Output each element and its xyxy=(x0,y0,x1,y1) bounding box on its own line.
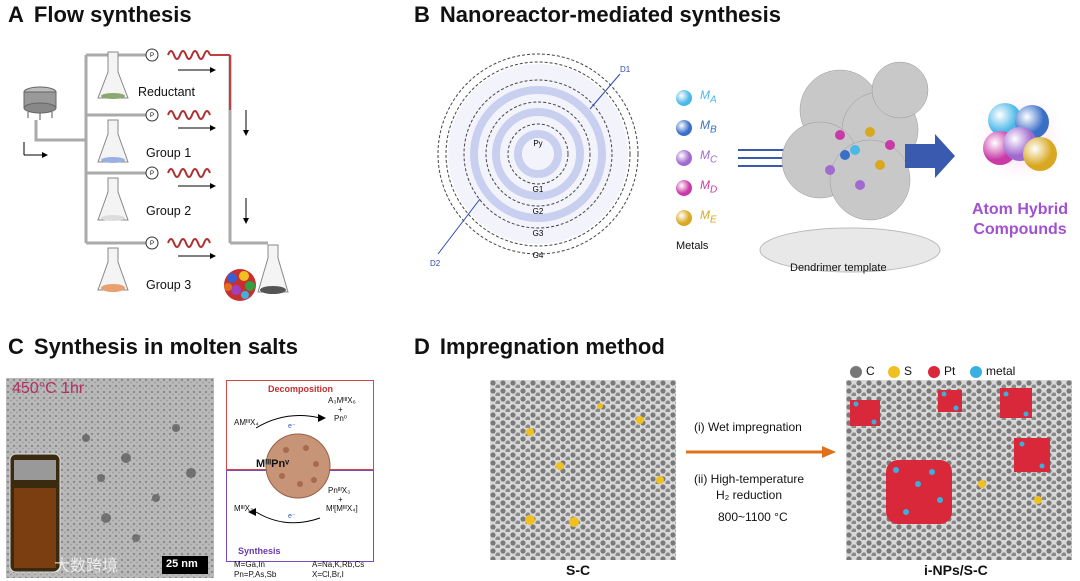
metal-e-sphere xyxy=(676,210,692,226)
metal-c-label: MC xyxy=(700,148,718,166)
watermark-text: 大数跨境 xyxy=(54,558,119,575)
dendrimer-structure: D1 D2 Py G1 G2 G3 G4 xyxy=(430,53,639,268)
legend-m: M=Ga,In xyxy=(234,560,265,569)
metals-label: Metals xyxy=(676,240,709,252)
species-c: Pn⁰ xyxy=(334,414,347,423)
legend-s-label: S xyxy=(904,364,913,378)
scale-bar-label: 25 nm xyxy=(166,558,198,570)
panel-b-title: B Nanoreactor-mediated synthesis xyxy=(414,2,781,28)
panel-a-title-text: Flow synthesis xyxy=(33,2,192,27)
flask-icons xyxy=(97,51,129,291)
panel-a-title: A Flow synthesis xyxy=(8,2,192,28)
panel-d-title: D Impregnation method xyxy=(414,334,665,360)
species-f: Mᴵ[MᴵᴵᴵX₄] xyxy=(326,504,358,513)
panel-c-title: C Synthesis in molten salts xyxy=(8,334,298,360)
g4-label: G4 xyxy=(533,251,544,260)
group1-label: Group 1 xyxy=(146,146,192,160)
legend-a: A=Na,K,Rb,Cs xyxy=(312,560,365,569)
compound-line-1: Atom Hybrid xyxy=(972,201,1068,218)
compound-line-2: Compounds xyxy=(973,221,1067,238)
species-e: PnᴵᴵᴵX₃ xyxy=(328,486,351,495)
atom-hybrid-cluster xyxy=(970,88,1070,188)
group2-label: Group 2 xyxy=(146,204,192,218)
legend-s-swatch xyxy=(888,366,900,378)
g2-label: G2 xyxy=(533,207,544,216)
panel-b-title-text: Nanoreactor-mediated synthesis xyxy=(439,2,781,27)
step2b-label: H₂ reduction xyxy=(716,488,783,502)
metal-d-label: MD xyxy=(700,178,718,196)
metal-b-label: MB xyxy=(700,118,717,136)
scale-bar xyxy=(162,556,208,574)
legend-metal-label: metal xyxy=(986,364,1016,378)
d-legend: C S Pt metal xyxy=(846,364,1072,382)
pump-label: P xyxy=(150,53,154,59)
panel-b-letter: B xyxy=(414,2,430,27)
pump-label: P xyxy=(150,171,154,177)
metal-d-sphere xyxy=(676,180,692,196)
group3-label: Group 3 xyxy=(146,278,192,292)
step2a-label: (ii) High-temperature xyxy=(694,472,805,486)
species-a: AMᴵᴵᴵX₄ xyxy=(234,418,259,427)
i-nps-caption: i-NPs/S-C xyxy=(924,562,988,578)
nanoparticle-icon xyxy=(224,269,256,301)
dendrimer-template xyxy=(738,61,955,273)
metal-a-sphere xyxy=(676,90,692,106)
g1-label: G1 xyxy=(533,185,544,194)
step1-label: (i) Wet impregnation xyxy=(694,420,802,434)
tem-image xyxy=(6,378,214,578)
legend-metal-swatch xyxy=(970,366,982,378)
panel-d-title-text: Impregnation method xyxy=(439,334,665,359)
decomposition-label: Decomposition xyxy=(268,384,334,394)
legend-c-swatch xyxy=(850,366,862,378)
legend-pt-label: Pt xyxy=(944,364,956,378)
panel-c-letter: C xyxy=(8,334,24,359)
d1-label: D1 xyxy=(620,65,631,74)
electron-label-bottom: e⁻ xyxy=(288,513,296,520)
electron-label-top: e⁻ xyxy=(288,423,296,430)
panel-d-letter: D xyxy=(414,334,430,359)
species-b: A₃MᴵᴵᴵX₆ xyxy=(328,396,356,405)
species-d: MᴵᴵᴵX₃ xyxy=(234,504,254,513)
metal-spheres xyxy=(676,90,692,226)
molten-salt-scheme: e⁻ e⁻ xyxy=(248,414,331,524)
center-species: MᴵᴵᴵPnᵛ xyxy=(256,458,290,470)
pump-label: P xyxy=(150,241,154,247)
legend-x: X=Cl,Br,I xyxy=(312,570,344,579)
metal-e-label: ME xyxy=(700,208,717,226)
panel-a-letter: A xyxy=(8,2,24,27)
d2-label: D2 xyxy=(430,259,441,268)
metal-c-sphere xyxy=(676,150,692,166)
core-label: Py xyxy=(533,139,542,148)
legend-pn: Pn=P,As,Sb xyxy=(234,570,277,579)
pump-icons xyxy=(145,48,159,250)
flow-synthesis-diagram: P P P P xyxy=(23,48,289,301)
red-lines xyxy=(210,54,231,110)
process-arrow xyxy=(686,446,836,458)
reductant-label: Reductant xyxy=(138,85,195,99)
metal-a-label: MA xyxy=(700,88,717,106)
i-nps-support xyxy=(846,380,1072,560)
coil-icons xyxy=(167,50,211,248)
g3-label: G3 xyxy=(533,229,544,238)
legend-pt-swatch xyxy=(928,366,940,378)
species-e-plus: + xyxy=(338,495,343,504)
temperature-label: 800~1100 °C xyxy=(718,510,788,524)
s-c-caption: S-C xyxy=(566,562,591,578)
reservoir-icon xyxy=(23,86,57,120)
s-c-support xyxy=(490,380,676,560)
species-b-plus: + xyxy=(338,405,343,414)
legend-c-label: C xyxy=(866,364,875,378)
metal-b-sphere xyxy=(676,120,692,136)
template-label: Dendrimer template xyxy=(790,262,887,274)
condition-label: 450°C 1hr xyxy=(12,380,85,397)
synthesis-label: Synthesis xyxy=(238,546,281,556)
pump-label: P xyxy=(150,113,154,119)
panel-c-title-text: Synthesis in molten salts xyxy=(33,334,298,359)
